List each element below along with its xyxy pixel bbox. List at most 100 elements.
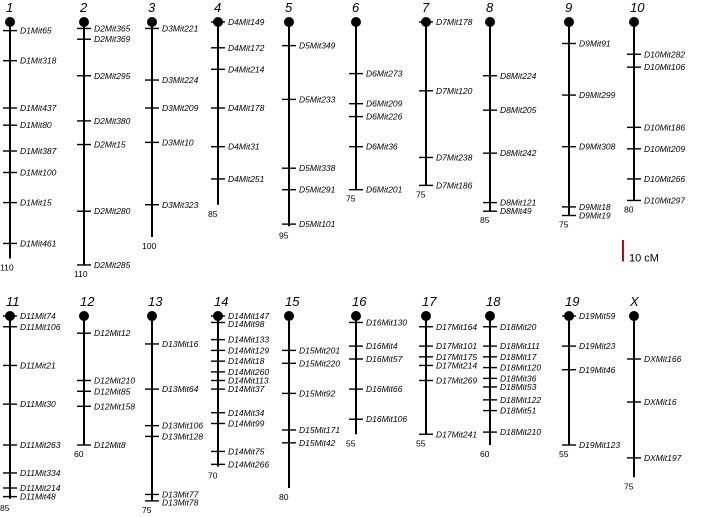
marker-label: D15Mit201 xyxy=(299,345,340,355)
marker-label: D6Mit209 xyxy=(366,99,403,109)
chromosome-length: 55 xyxy=(416,438,426,448)
marker-label: D14Mit113 xyxy=(228,376,269,386)
marker-label: D18Mit36 xyxy=(500,373,537,383)
chromosome-6: 6D6Mit273D6Mit209D6Mit226D6Mit36D6Mit201… xyxy=(346,0,403,204)
marker-label: D15Mit92 xyxy=(299,388,336,398)
marker-label: D12Mit85 xyxy=(94,386,131,396)
chromosome-label: 11 xyxy=(6,294,20,309)
marker-label: D10Mit209 xyxy=(644,144,685,154)
marker-label: D16Mit66 xyxy=(366,384,403,394)
marker-label: D19Mit123 xyxy=(579,440,620,450)
marker-label: D11Mit30 xyxy=(20,399,56,409)
marker-label: D7Mit238 xyxy=(436,152,473,162)
marker-label: D11Mit48 xyxy=(20,492,56,502)
chromosome-label: 14 xyxy=(214,294,228,309)
chromosome-length: 75 xyxy=(559,220,569,230)
chromosome-13: 13D13Mit16D13Mit64D13Mit106D13Mit128D13M… xyxy=(142,294,203,515)
marker-label: D11Mit106 xyxy=(20,322,61,332)
marker-label: D12Mit8 xyxy=(94,440,126,450)
marker-label: D13Mit106 xyxy=(162,421,203,431)
marker-label: D5Mit101 xyxy=(299,219,336,229)
marker-label: D4Mit172 xyxy=(228,43,265,53)
chromosome-10: 10D10Mit282D10Mit106D10Mit186D10Mit209D1… xyxy=(624,0,685,214)
chromosome-length: 75 xyxy=(416,189,426,199)
marker-label: D2Mit285 xyxy=(94,260,131,270)
chromosome-5: 5D5Mit349D5Mit233D5Mit338D5Mit291D5Mit10… xyxy=(279,0,336,240)
chromosome-label: 18 xyxy=(486,294,501,309)
marker-label: D10Mit186 xyxy=(644,122,685,132)
marker-label: D18Mit53 xyxy=(500,382,537,392)
marker-label: D1Mit318 xyxy=(20,56,57,66)
marker-label: D10Mit282 xyxy=(644,49,685,59)
chromosome-1: 1D1Mit65D1Mit318D1Mit437D1Mit80D1Mit387D… xyxy=(0,0,57,273)
centromere-dot xyxy=(485,17,495,27)
marker-label: D5Mit233 xyxy=(299,94,336,104)
marker-label: D3Mit209 xyxy=(162,103,199,113)
centromere-dot xyxy=(564,17,574,27)
marker-label: D1Mit437 xyxy=(20,103,57,113)
marker-label: D18Mit122 xyxy=(500,395,541,405)
marker-label: D19Mit23 xyxy=(579,341,616,351)
chromosome-label: 1 xyxy=(6,0,13,15)
centromere-dot xyxy=(147,311,157,321)
chromosome-length: 55 xyxy=(559,449,569,459)
marker-label: D1Mit65 xyxy=(20,26,52,36)
chromosome-label: 13 xyxy=(148,294,163,309)
chromosome-12: 12D12Mit12D12Mit210D12Mit85D12Mit158D12M… xyxy=(74,294,135,459)
chromosome-length: 85 xyxy=(480,215,490,225)
chromosome-length: 80 xyxy=(279,492,289,502)
marker-label: D11Mit74 xyxy=(20,311,56,321)
marker-label: D9Mit18 xyxy=(579,202,611,212)
chromosome-3: 3D3Mit221D3Mit224D3Mit209D3Mit10D3Mit323… xyxy=(142,0,199,251)
marker-label: D8Mit242 xyxy=(500,148,537,158)
centromere-dot xyxy=(629,311,639,321)
marker-label: D6Mit36 xyxy=(366,142,398,152)
marker-label: D19Mit46 xyxy=(579,365,616,375)
marker-label: D17Mit164 xyxy=(436,322,477,332)
centromere-dot xyxy=(147,17,157,27)
chromosome-label: 10 xyxy=(630,0,645,15)
marker-label: D12Mit12 xyxy=(94,328,131,338)
chromosome-16: 16D16Mit130D16Mit4D16Mit57D16Mit66D16Mit… xyxy=(346,294,407,448)
marker-label: D2Mit380 xyxy=(94,116,131,126)
marker-label: D18Mit210 xyxy=(500,427,541,437)
marker-label: D14Mit99 xyxy=(228,419,265,429)
chromosome-2: 2D2Mit365D2Mit369D2Mit295D2Mit380D2Mit15… xyxy=(74,0,131,279)
chromosome-length: 100 xyxy=(142,241,156,251)
marker-label: D9Mit91 xyxy=(579,39,611,49)
marker-label: D18Mit111 xyxy=(500,341,540,351)
marker-label: D7Mit186 xyxy=(436,180,473,190)
chromosome-length: 75 xyxy=(346,194,356,204)
chromosome-label: 3 xyxy=(148,0,156,15)
centromere-dot xyxy=(284,17,294,27)
chromosome-4: 4D4Mit149D4Mit172D4Mit214D4Mit178D4Mit31… xyxy=(208,0,265,219)
marker-label: D13Mit128 xyxy=(162,431,203,441)
chromosome-label: X xyxy=(629,294,640,309)
marker-label: D16Mit4 xyxy=(366,341,398,351)
chromosome-label: 7 xyxy=(422,0,430,15)
marker-label: D15Mit171 xyxy=(299,425,340,435)
centromere-dot xyxy=(5,17,15,27)
marker-label: D2Mit280 xyxy=(94,206,131,216)
marker-label: D14Mit260 xyxy=(228,367,269,377)
marker-label: D13Mit78 xyxy=(162,497,199,507)
marker-label: D3Mit10 xyxy=(162,137,194,147)
marker-label: D14Mit98 xyxy=(228,319,265,329)
marker-label: D10Mit266 xyxy=(644,174,685,184)
marker-label: D14Mit147 xyxy=(228,311,269,321)
chromosome-label: 6 xyxy=(352,0,360,15)
marker-label: D18Mit120 xyxy=(500,363,541,373)
chromosome-length: 70 xyxy=(208,471,218,481)
chromosome-label: 15 xyxy=(285,294,300,309)
marker-label: D3Mit224 xyxy=(162,75,199,85)
chromosome-14: 14D14Mit147D14Mit98D14Mit133D14Mit129D14… xyxy=(208,294,269,481)
chromosome-label: 9 xyxy=(565,0,572,15)
marker-label: D4Mit214 xyxy=(228,64,265,74)
centromere-dot xyxy=(629,17,639,27)
marker-label: D1Mit80 xyxy=(20,120,52,130)
scale-bar-label: 10 cM xyxy=(629,253,659,265)
marker-label: D6Mit273 xyxy=(366,69,403,79)
marker-label: D17Mit214 xyxy=(436,360,477,370)
